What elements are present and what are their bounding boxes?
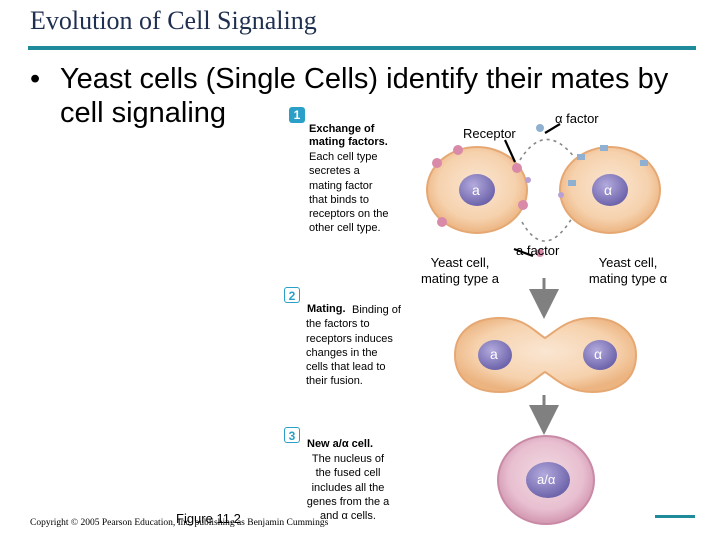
step-1-body: Each cell type secretes a mating factor …: [309, 151, 389, 235]
fused-a-nucleus-label: a: [490, 346, 498, 362]
copyright-text: Copyright © 2005 Pearson Education, Inc.…: [30, 518, 329, 528]
slide-title: Evolution of Cell Signaling: [30, 6, 317, 35]
yeast-cell-alpha-caption-2: mating type α: [588, 271, 668, 286]
nucleus-icon: [526, 462, 570, 498]
receptor-label: Receptor: [463, 126, 516, 141]
receptor-icon: [577, 154, 585, 160]
alpha-factor-molecule-icon: [536, 124, 544, 132]
yeast-cell-alpha: [559, 145, 661, 234]
new-cell-nucleus-label: a/α: [537, 472, 556, 487]
receptor-icon: [568, 180, 576, 186]
step-1-heading: Exchange of mating factors.: [309, 123, 388, 148]
bullet-marker: •: [30, 63, 41, 95]
cell-alpha-nucleus-label: α: [604, 182, 613, 198]
fusing-cells: [453, 316, 638, 394]
receptor-pointer: [503, 139, 517, 163]
receptor-icon: [518, 200, 528, 210]
alpha-factor-label-top: α factor: [555, 111, 599, 126]
step-1-badge: 1: [289, 107, 305, 123]
yeast-cell-a: [426, 145, 528, 234]
yeast-cell-alpha-caption-1: Yeast cell,: [598, 255, 658, 270]
receptor-icon: [453, 145, 463, 155]
fused-alpha-nucleus-label: α: [594, 346, 603, 362]
receptor-icon: [437, 217, 447, 227]
cell-a-nucleus-label: a: [472, 182, 480, 198]
receptor-icon: [600, 145, 608, 151]
step-3-badge: 3: [284, 427, 300, 443]
nucleus-icon: [592, 174, 628, 206]
exchange-arc-top: [519, 138, 576, 161]
step-2-heading: Mating.: [307, 303, 346, 315]
receptor-icon: [640, 160, 648, 166]
figure-number: Figure 11.2: [176, 511, 241, 526]
step-2-badge: 2: [284, 287, 300, 303]
step-2-body: Binding of the factors to receptors indu…: [306, 304, 401, 388]
step-3-heading: New a/α cell.: [307, 438, 374, 450]
bullet-text: Yeast cells (Single Cells) identify thei…: [60, 63, 669, 129]
title-underline: [28, 46, 696, 50]
a-factor-label: a factor: [516, 243, 560, 258]
receptor-icon: [432, 158, 442, 168]
a-factor-pointer: [513, 247, 534, 258]
nucleus-icon: [583, 340, 617, 370]
exchange-arc-bottom: [521, 217, 573, 242]
yeast-cell-a-caption-1: Yeast cell,: [430, 255, 490, 270]
new-a-alpha-cell: [497, 435, 595, 525]
yeast-cell-a-caption-2: mating type a: [420, 271, 500, 286]
step-3-body: The nucleus of the fused cell includes a…: [306, 453, 390, 523]
nucleus-icon: [478, 340, 512, 370]
alpha-factor-pointer: [544, 123, 561, 134]
nucleus-icon: [459, 174, 495, 206]
a-factor-molecule-icon: [536, 249, 544, 257]
receptor-icon: [512, 163, 522, 173]
footer-accent-bar: [655, 515, 695, 518]
